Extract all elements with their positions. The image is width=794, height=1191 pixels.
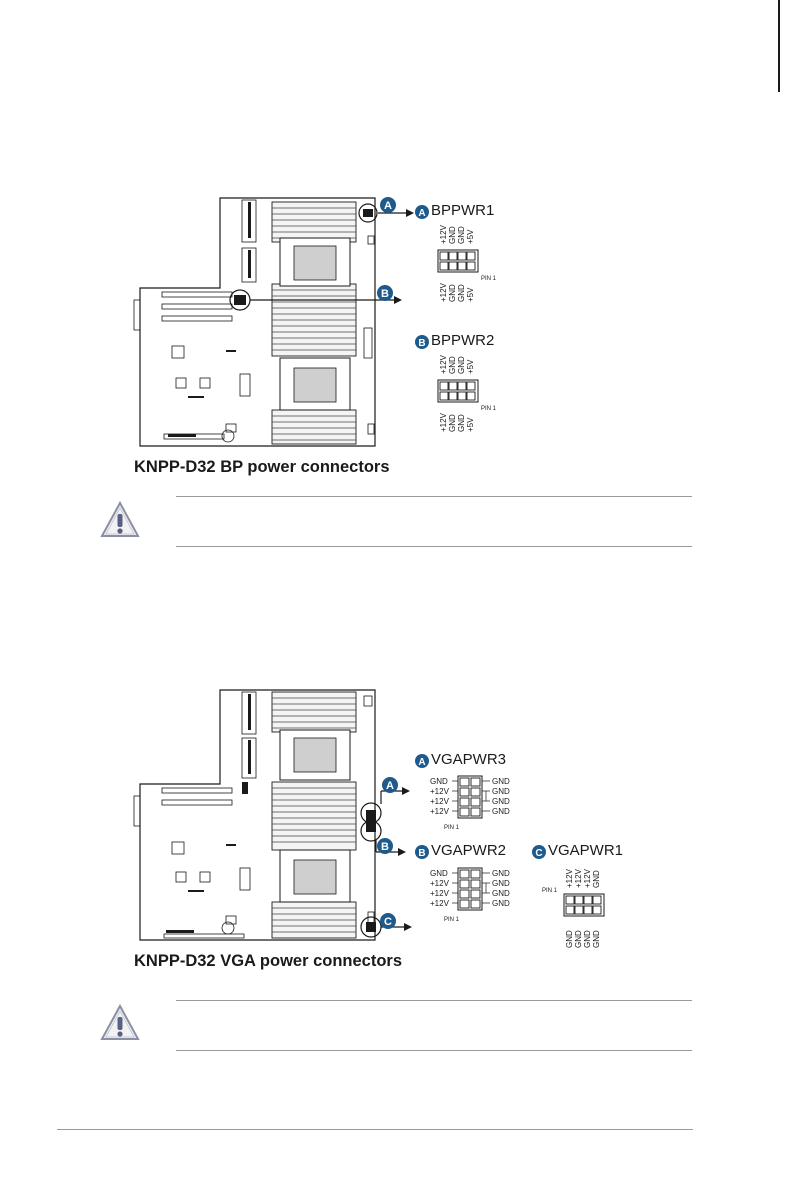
bppwr2-bottom-pin-3: GND xyxy=(457,414,466,432)
vgapwr2-right-pin-2: GND xyxy=(492,879,510,888)
vgapwr1-bottom-pin-1: GND xyxy=(565,930,574,948)
vgapwr3-pinout: GND +12V +12V +12V GND GND GND GND PIN 1 xyxy=(430,775,510,831)
vgapwr2-left-pin-3: +12V xyxy=(430,889,450,898)
vgapwr1-title: VGAPWR1 xyxy=(548,842,624,859)
page-edge-tab xyxy=(778,0,780,92)
vgapwr1-bottom-pin-3: GND xyxy=(583,930,592,948)
vgapwr1-top-pin-4: GND xyxy=(592,870,601,888)
bppwr2-bottom-pin-2: GND xyxy=(448,414,457,432)
note2-bottom-rule xyxy=(176,1050,692,1051)
vgapwr3-right-pin-1: GND xyxy=(492,777,510,786)
marker-b-board-letter: B xyxy=(381,288,389,300)
bppwr1-marker-letter: A xyxy=(418,208,425,219)
bppwr1-top-pin-4: +5V xyxy=(466,229,475,244)
bppwr1-bottom-pin-2: GND xyxy=(448,284,457,302)
vgapwr3-right-pin-4: GND xyxy=(492,807,510,816)
vgapwr2-title: VGAPWR2 xyxy=(431,842,507,859)
vgapwr2-left-pin-4: +12V xyxy=(430,899,450,908)
warning-triangle-icon xyxy=(100,1003,140,1040)
vga-marker-c-board: C xyxy=(380,913,396,929)
vgapwr3-pin1-label: PIN 1 xyxy=(444,825,460,831)
vga-marker-a-board: A xyxy=(382,777,398,793)
bppwr2-bottom-pin-1: +12V xyxy=(439,412,448,432)
vgapwr1-top-pin-2: +12V xyxy=(574,868,583,888)
bppwr1-bottom-pin-4: +5V xyxy=(466,287,475,302)
vgapwr2-marker: B xyxy=(415,845,429,859)
vgapwr3-left-pin-2: +12V xyxy=(430,787,450,796)
vgapwr2-right-pin-4: GND xyxy=(492,899,510,908)
vgapwr3-left-pin-1: GND xyxy=(430,777,448,786)
vgapwr3-marker-letter: A xyxy=(418,757,425,768)
vgapwr2-marker-letter: B xyxy=(418,848,425,859)
vgapwr3-left-pin-3: +12V xyxy=(430,797,450,806)
bppwr1-marker: A xyxy=(415,205,429,219)
bppwr2-title: BPPWR2 xyxy=(431,332,495,349)
bppwr2-pinout: +12V GND GND +5V +12V GND GND +5V PIN 1 xyxy=(437,354,497,432)
bppwr1-title: BPPWR1 xyxy=(431,202,495,219)
bp-board-diagram xyxy=(133,197,414,447)
vgapwr3-right-pin-3: GND xyxy=(492,797,510,806)
vgapwr1-bottom-pin-4: GND xyxy=(592,930,601,948)
bppwr2-pin1-label: PIN 1 xyxy=(481,406,497,412)
vgapwr1-top-pin-3: +12V xyxy=(583,868,592,888)
vgapwr2-pin1-label: PIN 1 xyxy=(444,917,460,923)
bppwr2-marker-letter: B xyxy=(418,338,425,349)
vga-caption: KNPP-D32 VGA power connectors xyxy=(134,952,403,970)
note2-top-rule xyxy=(176,1000,692,1001)
bppwr1-pin1-label: PIN 1 xyxy=(481,276,497,282)
footer-rule xyxy=(57,1129,693,1130)
vgapwr2-right-pin-3: GND xyxy=(492,889,510,898)
marker-a-board: A xyxy=(380,197,396,213)
vgapwr2-right-pin-1: GND xyxy=(492,869,510,878)
bppwr1-top-pin-1: +12V xyxy=(439,224,448,244)
vgapwr1-pin1-label: PIN 1 xyxy=(542,888,558,894)
bppwr1-bottom-pin-3: GND xyxy=(457,284,466,302)
bppwr1-bottom-pin-1: +12V xyxy=(439,282,448,302)
vgapwr3-left-pin-4: +12V xyxy=(430,807,450,816)
bppwr2-marker: B xyxy=(415,335,429,349)
vga-marker-b-board-letter: B xyxy=(381,841,389,853)
vga-board-diagram xyxy=(133,689,412,941)
vga-marker-c-board-letter: C xyxy=(384,916,392,928)
vgapwr2-pinout: GND +12V +12V +12V GND GND GND GND PIN 1 xyxy=(430,867,510,923)
vgapwr2-left-pin-1: GND xyxy=(430,869,448,878)
vgapwr3-title: VGAPWR3 xyxy=(431,751,507,768)
bppwr1-pinout: +12V GND GND +5V +12V GND GND +5V PIN 1 xyxy=(437,224,497,302)
bppwr2-top-pin-3: GND xyxy=(457,356,466,374)
warning-triangle-icon xyxy=(100,500,140,537)
vgapwr3-right-pin-2: GND xyxy=(492,787,510,796)
vgapwr1-bottom-pin-2: GND xyxy=(574,930,583,948)
vgapwr1-top-pin-1: +12V xyxy=(565,868,574,888)
bppwr2-bottom-pin-4: +5V xyxy=(466,417,475,432)
marker-a-board-letter: A xyxy=(384,200,392,212)
vga-marker-b-board: B xyxy=(377,838,393,854)
note1-bottom-rule xyxy=(176,546,692,547)
note1-top-rule xyxy=(176,496,692,497)
bppwr1-top-pin-3: GND xyxy=(457,226,466,244)
vgapwr3-marker: A xyxy=(415,754,429,768)
vgapwr1-pinout: +12V +12V +12V GND GND GND GND GND PIN 1 xyxy=(542,868,605,948)
vga-marker-a-board-letter: A xyxy=(386,780,394,792)
bppwr1-top-pin-2: GND xyxy=(448,226,457,244)
bppwr2-top-pin-4: +5V xyxy=(466,359,475,374)
vgapwr1-marker-letter: C xyxy=(535,848,542,859)
bppwr2-top-pin-1: +12V xyxy=(439,354,448,374)
vgapwr2-left-pin-2: +12V xyxy=(430,879,450,888)
marker-b-board: B xyxy=(377,285,393,301)
vgapwr1-marker: C xyxy=(532,845,546,859)
bp-caption: KNPP-D32 BP power connectors xyxy=(134,458,390,476)
bppwr2-top-pin-2: GND xyxy=(448,356,457,374)
